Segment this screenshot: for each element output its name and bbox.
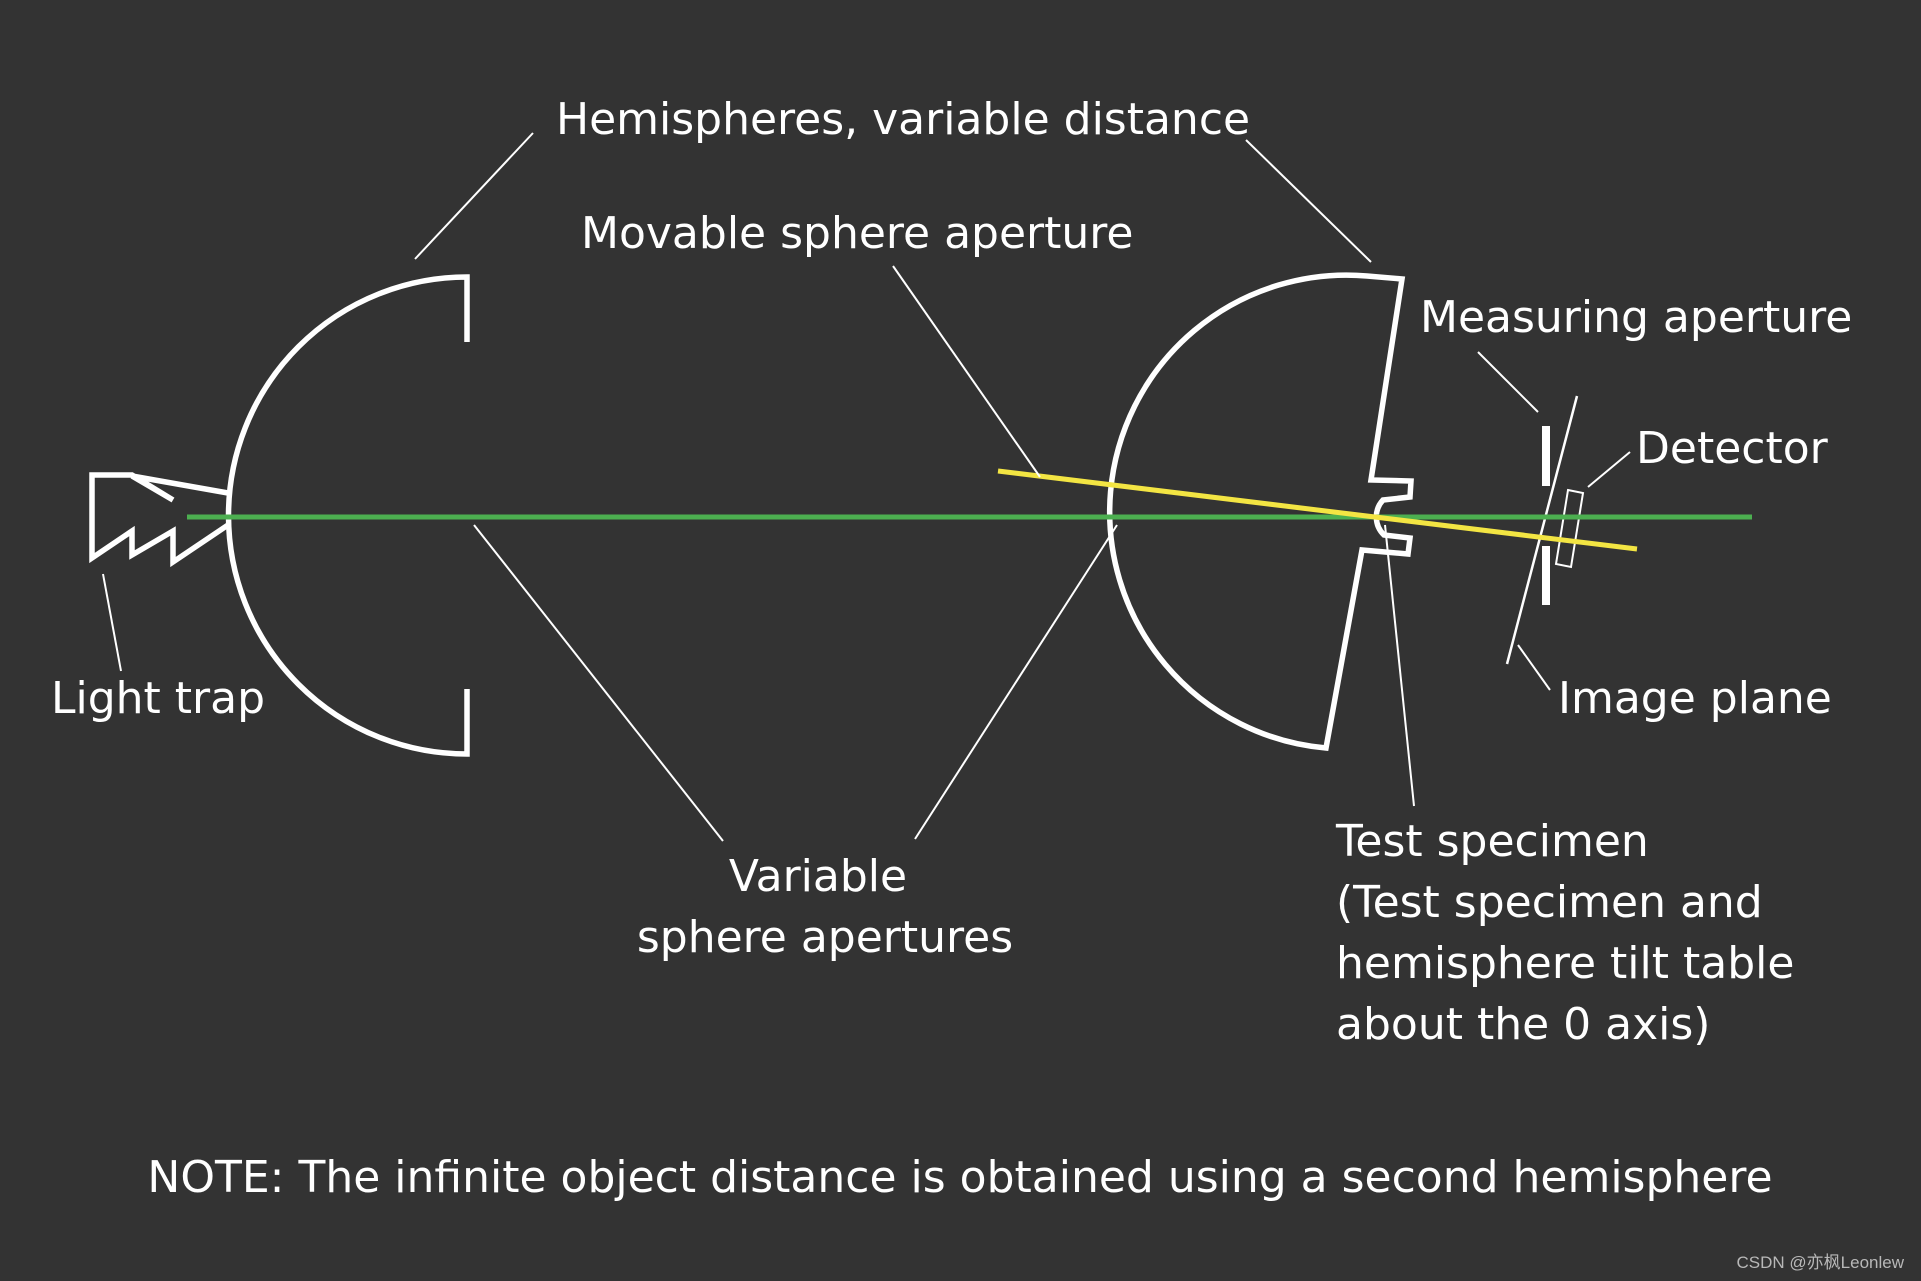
- label-variable-apertures-line: Variable: [729, 851, 907, 902]
- image-plane-line: [1505, 395, 1579, 665]
- leader-test-specimen: [1384, 524, 1415, 807]
- light-trap-icon: [89, 472, 230, 568]
- label-variable-apertures-line: sphere apertures: [637, 912, 1013, 963]
- label-test-specimen-line: about the 0 axis): [1336, 999, 1710, 1050]
- label-variable-apertures: Variable sphere apertures: [637, 851, 1013, 963]
- detector-icon: [1554, 488, 1585, 569]
- leader-movable-aperture: [892, 265, 1041, 478]
- label-movable-aperture: Movable sphere aperture: [581, 208, 1133, 259]
- label-test-specimen-line: hemisphere tilt table: [1336, 938, 1794, 989]
- label-hemispheres: Hemispheres, variable distance: [556, 94, 1250, 145]
- leader-hemispheres-right: [1245, 139, 1372, 263]
- leader-detector: [1587, 451, 1631, 488]
- leader-image-plane: [1517, 644, 1551, 691]
- watermark: CSDN @亦枫Leonlew: [1737, 1253, 1905, 1272]
- label-measuring-aperture: Measuring aperture: [1420, 292, 1852, 343]
- tilted-ray: [997, 468, 1638, 552]
- leader-measuring-aperture: [1477, 351, 1539, 413]
- label-test-specimen-line: Test specimen: [1335, 816, 1649, 867]
- label-test-specimen-line: (Test specimen and: [1336, 877, 1763, 928]
- label-detector: Detector: [1636, 423, 1829, 474]
- leader-variable-aperture-right: [914, 524, 1118, 840]
- leader-variable-aperture-left: [473, 524, 724, 842]
- right-hemisphere: [1106, 272, 1414, 751]
- label-light-trap: Light trap: [51, 673, 265, 724]
- label-image-plane: Image plane: [1558, 673, 1832, 724]
- label-test-specimen: Test specimen (Test specimen and hemisph…: [1335, 816, 1808, 1050]
- note-text: NOTE: The infinite object distance is ob…: [147, 1152, 1772, 1203]
- leader-light-trap: [102, 573, 122, 672]
- leader-hemispheres-left: [414, 132, 534, 260]
